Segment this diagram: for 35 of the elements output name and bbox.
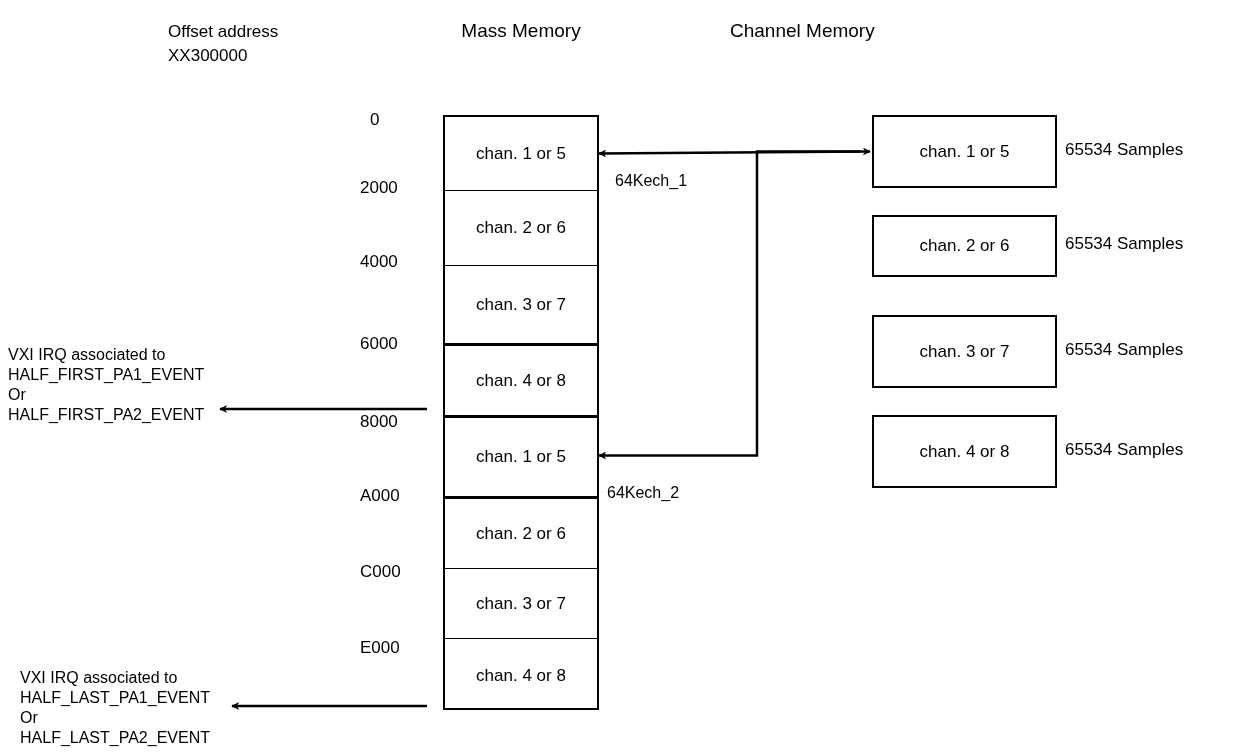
address-note: Offset address XX300000	[168, 21, 280, 67]
channel-box: chan. 2 or 6	[872, 215, 1057, 277]
memory-cell: chan. 4 or 8	[445, 343, 597, 415]
arrow	[219, 405, 427, 413]
event-note: VXI IRQ associated to HALF_LAST_PA1_EVENT Or HALF_LAST_PA2_EVENT	[20, 668, 230, 748]
address-label: 6000	[360, 334, 398, 354]
channel-box: chan. 4 or 8	[872, 415, 1057, 488]
sample-count: 65534 Samples	[1065, 139, 1184, 160]
memory-cell: chan. 4 or 8	[445, 638, 597, 712]
edge-label: 64Kech_1	[615, 172, 688, 190]
arrow	[231, 702, 427, 710]
arrow	[598, 150, 860, 460]
address-label: 2000	[360, 178, 398, 198]
memory-cell: chan. 2 or 6	[445, 190, 597, 265]
address-label: C000	[360, 562, 401, 582]
memory-cell: chan. 1 or 5	[445, 415, 597, 496]
memory-cell: chan. 3 or 7	[445, 568, 597, 638]
event-note: VXI IRQ associated to HALF_FIRST_PA1_EVENT Or HALF_FIRST_PA2_EVENT	[8, 345, 218, 425]
sample-count: 65534 Samples	[1065, 439, 1184, 460]
sample-count: 65534 Samples	[1065, 234, 1184, 254]
address-label: 0	[370, 110, 380, 130]
sample-count: 65534 Samples	[1065, 339, 1184, 360]
address-label: A000	[360, 486, 400, 506]
address-label: 8000	[360, 412, 398, 432]
memory-cell: chan. 2 or 6	[445, 496, 597, 568]
address-label: E000	[360, 638, 400, 658]
edge-label: 64Kech_2	[607, 484, 680, 502]
column-heading: Mass Memory	[460, 20, 582, 42]
address-label: 4000	[360, 252, 398, 272]
column-heading: Channel Memory	[730, 20, 875, 42]
memory-cell: chan. 1 or 5	[445, 117, 597, 190]
channel-box: chan. 1 or 5	[872, 115, 1057, 188]
memory-cell: chan. 3 or 7	[445, 265, 597, 343]
channel-box: chan. 3 or 7	[872, 315, 1057, 388]
arrow	[598, 147, 871, 158]
